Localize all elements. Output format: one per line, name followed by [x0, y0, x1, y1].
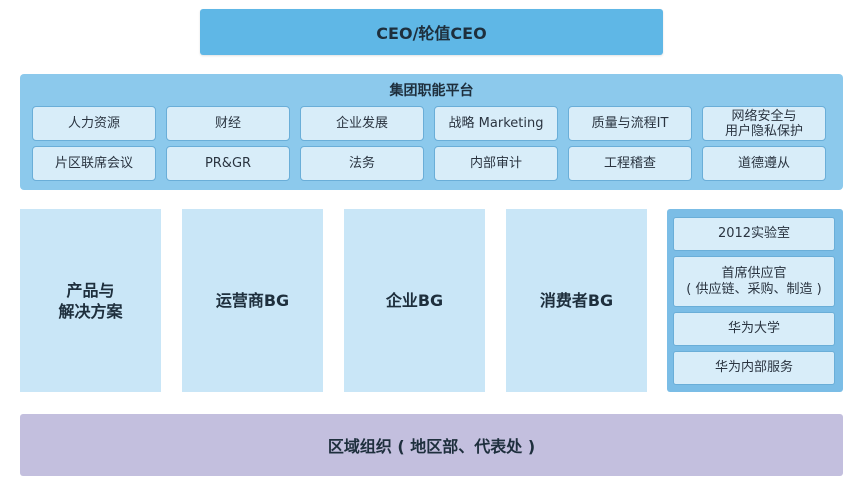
bg-products-solutions: 产品与 解决方案 — [20, 209, 161, 392]
lab-2012: 2012实验室 — [673, 217, 835, 251]
function-legal: 法务 — [300, 146, 424, 181]
platform-title: 集团职能平台 — [389, 83, 474, 99]
bg-carrier: 运营商BG — [182, 209, 323, 392]
function-cybersecurity-privacy: 网络安全与 用户隐私保护 — [702, 106, 826, 141]
group-function-platform: 集团职能平台 人力资源 财经 企业发展 战略 Marketing 质量与流程IT… — [20, 74, 843, 190]
function-internal-audit: 内部审计 — [434, 146, 558, 181]
ceo-box: CEO/轮值CEO — [200, 9, 663, 55]
bg-enterprise: 企业BG — [344, 209, 485, 392]
chief-supply-officer-subtitle: ( 供应链、采购、制造 ) — [686, 281, 822, 297]
function-pr-gr: PR&GR — [166, 146, 290, 181]
bg-consumer: 消费者BG — [506, 209, 647, 392]
ceo-label: CEO/轮值CEO — [376, 24, 487, 43]
function-hr: 人力资源 — [32, 106, 156, 141]
function-corporate-development: 企业发展 — [300, 106, 424, 141]
chief-supply-officer: 首席供应官 ( 供应链、采购、制造 ) — [673, 256, 835, 307]
regional-organization: 区域组织 ( 地区部、代表处 ) — [20, 414, 843, 476]
huawei-university: 华为大学 — [673, 312, 835, 346]
regional-organization-label: 区域组织 ( 地区部、代表处 ) — [327, 437, 536, 456]
huawei-internal-services: 华为内部服务 — [673, 351, 835, 385]
function-regional-joint-meeting: 片区联席会议 — [32, 146, 156, 181]
function-engineering-inspection: 工程稽查 — [568, 146, 692, 181]
function-ethics-compliance: 道德遵从 — [702, 146, 826, 181]
support-units-group: 2012实验室 首席供应官 ( 供应链、采购、制造 ) 华为大学 华为内部服务 — [667, 209, 843, 392]
function-finance: 财经 — [166, 106, 290, 141]
function-strategy-marketing: 战略 Marketing — [434, 106, 558, 141]
function-quality-process-it: 质量与流程IT — [568, 106, 692, 141]
chief-supply-officer-title: 首席供应官 — [721, 265, 787, 281]
